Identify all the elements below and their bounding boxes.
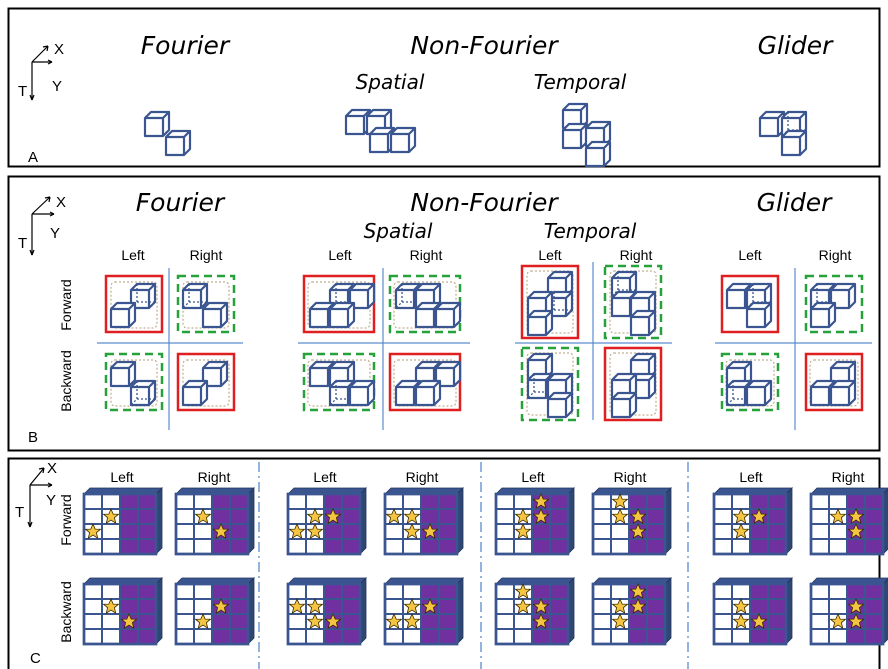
panel-label-b: B [28, 429, 38, 446]
title-glider-a: Glider [758, 31, 835, 60]
block-temporal-backward-right [591, 576, 673, 646]
block-glider-backward-left [712, 576, 794, 646]
spatial-backward-left [302, 352, 376, 412]
spatial-forward-right [388, 274, 462, 334]
title-temporal-a: Temporal [534, 70, 627, 94]
panel-b-frame [7, 175, 881, 452]
temporal-forward-left [520, 264, 580, 340]
divider-spatial-b [298, 268, 470, 430]
col-left-fourier-b: Left [121, 247, 144, 263]
col-left-fourier-c: Left [110, 469, 133, 485]
title-fourier-b: Fourier [136, 188, 226, 217]
block-glider-forward-right [809, 486, 888, 556]
temporal-backward-right [603, 346, 663, 422]
block-fourier-forward-right [174, 486, 256, 556]
title-nonfourier-b: Non-Fourier [410, 188, 559, 217]
col-right-spatial-c: Right [406, 469, 439, 485]
fourier-forward-left [104, 274, 164, 334]
col-right-temporal-c: Right [614, 469, 647, 485]
panel-label-c: C [30, 650, 41, 667]
axes-icon-b [29, 196, 55, 256]
col-right-glider-b: Right [819, 247, 852, 263]
block-spatial-backward-left [286, 576, 368, 646]
panel-c-frame [7, 457, 881, 669]
fourier-forward-right [176, 274, 236, 334]
spatial-forward-left [302, 274, 376, 334]
y-axis-label-a: Y [52, 78, 62, 95]
x-axis-label-a: X [54, 41, 64, 58]
col-right-temporal-b: Right [620, 247, 653, 263]
glider-backward-left [720, 352, 780, 412]
group-separators-c [258, 462, 689, 669]
cube-motif-temporal-a [561, 102, 612, 168]
col-right-glider-c: Right [832, 469, 865, 485]
x-axis-label-c: X [47, 460, 57, 477]
block-fourier-forward-left [82, 486, 164, 556]
col-left-spatial-c: Left [313, 469, 336, 485]
title-spatial-b: Spatial [364, 219, 433, 243]
fourier-backward-left [104, 352, 164, 412]
col-left-temporal-c: Left [521, 469, 544, 485]
col-right-fourier-c: Right [198, 469, 231, 485]
block-glider-backward-right [809, 576, 888, 646]
temporal-backward-left [520, 346, 580, 422]
panel-a-frame [7, 7, 881, 168]
panel-label-a: A [28, 149, 38, 166]
t-axis-label-b: T [18, 235, 27, 252]
spatial-backward-right [388, 352, 462, 412]
cube-motif-fourier-a [143, 110, 192, 157]
axes-icon-c [27, 467, 53, 528]
title-nonfourier-a: Non-Fourier [410, 31, 559, 60]
row-label-backward-c: Backward [58, 581, 74, 642]
divider-glider-b [715, 268, 872, 430]
fourier-backward-right [176, 352, 236, 412]
temporal-forward-right [603, 264, 663, 340]
block-temporal-forward-right [591, 486, 673, 556]
block-fourier-backward-left [82, 576, 164, 646]
glider-forward-right [804, 274, 864, 334]
row-label-backward-b: Backward [58, 350, 74, 411]
block-glider-forward-left [712, 486, 794, 556]
t-axis-label-c: T [15, 504, 24, 521]
axes-icon-a [29, 45, 53, 101]
col-left-glider-b: Left [738, 247, 761, 263]
block-fourier-backward-right [174, 576, 256, 646]
divider-temporal-b [515, 262, 672, 420]
col-right-fourier-b: Right [190, 247, 223, 263]
glider-backward-right [804, 352, 864, 412]
block-spatial-forward-left [286, 486, 368, 556]
glider-forward-left [720, 274, 780, 334]
cube-motif-spatial-a [344, 108, 417, 154]
title-glider-b: Glider [757, 188, 834, 217]
x-axis-label-b: X [56, 194, 66, 211]
block-temporal-forward-left [494, 486, 576, 556]
y-axis-label-c: Y [46, 492, 56, 509]
title-spatial-a: Spatial [356, 70, 425, 94]
block-spatial-forward-right [383, 486, 465, 556]
title-temporal-b: Temporal [544, 219, 637, 243]
cube-motif-glider-a [758, 110, 808, 157]
block-spatial-backward-right [383, 576, 465, 646]
row-label-forward-c: Forward [58, 494, 74, 545]
t-axis-label-a: T [18, 83, 27, 100]
row-label-forward-b: Forward [58, 279, 74, 330]
col-left-spatial-b: Left [328, 247, 351, 263]
col-right-spatial-b: Right [410, 247, 443, 263]
block-temporal-backward-left [494, 576, 576, 646]
y-axis-label-b: Y [50, 225, 60, 242]
col-left-temporal-b: Left [538, 247, 561, 263]
title-fourier-a: Fourier [141, 31, 231, 60]
divider-fourier-b [97, 268, 243, 430]
col-left-glider-c: Left [739, 469, 762, 485]
